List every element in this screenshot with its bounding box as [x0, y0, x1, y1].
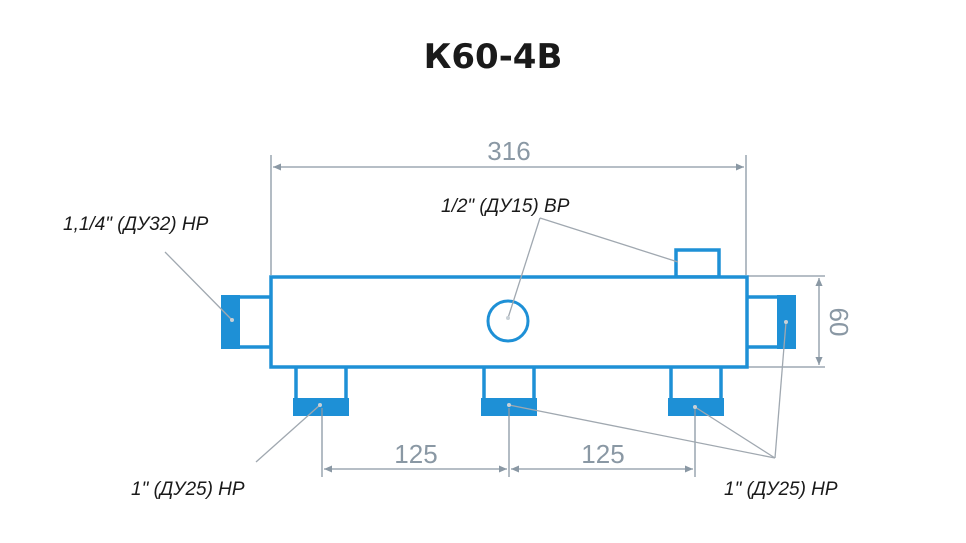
top-port — [674, 248, 721, 279]
spacing-dimension — [321, 408, 696, 477]
left-side-fitting-neck — [236, 295, 273, 349]
length-dimension — [270, 155, 747, 275]
leader-dots — [230, 316, 788, 409]
right-side-fitting-neck — [744, 295, 781, 349]
length-dimension-label: 316 — [487, 136, 530, 166]
callout-top-port: 1/2" (ДУ15) ВР — [441, 196, 570, 217]
callout-bottom-left: 1" (ДУ25) НР — [131, 479, 245, 500]
spacing-right-label: 125 — [581, 439, 624, 469]
height-dimension-label: 60 — [824, 308, 854, 337]
spacing-left-label: 125 — [394, 439, 437, 469]
leader-lines — [164, 217, 787, 463]
diagram-title: К60-4В — [424, 37, 563, 77]
bottom-fitting-left — [293, 364, 349, 416]
callout-bottom-right: 1" (ДУ25) НР — [724, 479, 838, 500]
center-port — [486, 299, 530, 343]
height-dimension — [748, 275, 825, 368]
bottom-fitting-middle — [481, 364, 537, 416]
callout-side-port: 1,1/4" (ДУ32) НР — [63, 214, 209, 235]
left-side-fitting — [221, 295, 240, 349]
